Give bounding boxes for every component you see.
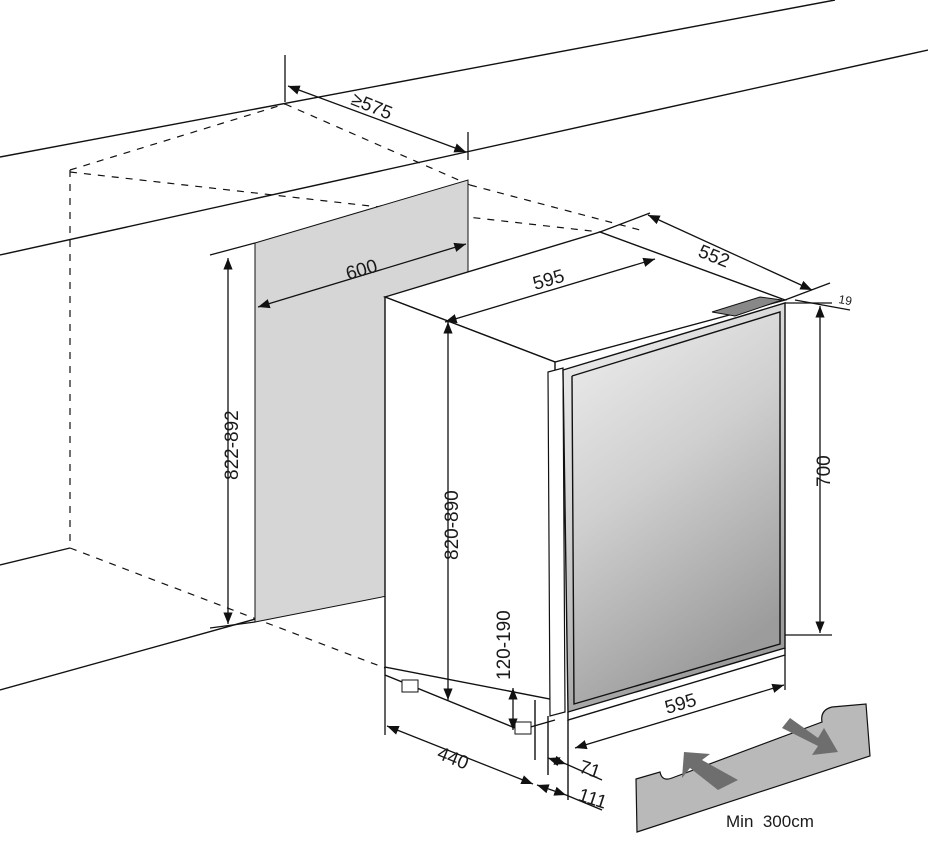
label-door-height: 700 bbox=[814, 455, 835, 487]
label-appliance-depth: 552 bbox=[695, 241, 732, 272]
plinth-note: Min 300cm bbox=[726, 812, 814, 831]
label-side-depth: 440 bbox=[434, 743, 471, 774]
foot bbox=[401, 679, 419, 693]
door-panel bbox=[562, 302, 786, 713]
arrow-left-icon bbox=[682, 752, 738, 790]
label-appliance-height: 820-890 bbox=[442, 490, 463, 560]
label-plinth-height: 120-190 bbox=[494, 610, 515, 680]
control-panel bbox=[711, 296, 783, 317]
label-door-thickness: 19 bbox=[837, 292, 853, 308]
arrow-right-icon bbox=[782, 718, 838, 755]
label-niche-depth: ≥575 bbox=[348, 89, 395, 124]
dimension-lines bbox=[209, 55, 851, 811]
label-plinth-offset-b: 111 bbox=[575, 785, 609, 814]
foot bbox=[514, 721, 532, 735]
plinth-board bbox=[635, 703, 871, 833]
label-door-width-bottom: 595 bbox=[663, 690, 699, 719]
label-niche-height: 822-892 bbox=[222, 410, 243, 480]
